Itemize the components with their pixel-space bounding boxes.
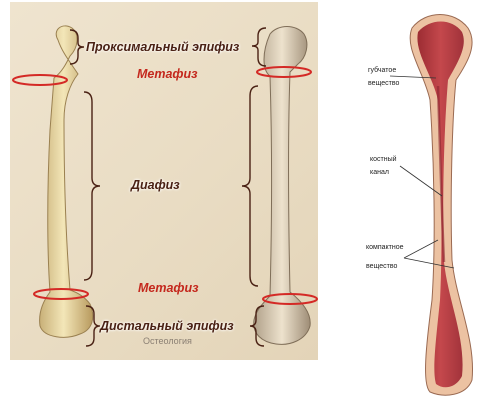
label-spongy-substance: губчатое вещество xyxy=(368,66,399,88)
label-compact-line2: вещество xyxy=(366,262,404,271)
label-metaphysis-bottom: Метафиз xyxy=(138,281,199,295)
label-spongy-line2: вещество xyxy=(368,79,399,88)
label-spongy-line1: губчатое xyxy=(368,66,399,75)
bracket-diaphysis-left xyxy=(84,92,100,280)
label-bone-canal: костный канал xyxy=(370,155,397,177)
label-metaphysis-top: Метафиз xyxy=(137,67,198,81)
label-diaphysis: Диафиз xyxy=(131,178,180,192)
label-compact-substance: компактное вещество xyxy=(366,243,404,271)
label-canal-line2: канал xyxy=(370,168,397,177)
bracket-diaphysis-right xyxy=(242,86,258,286)
bone-cross-section xyxy=(410,15,472,396)
label-compact-line1: компактное xyxy=(366,243,404,252)
label-proximal-epiphysis: Проксимальный эпифиз xyxy=(86,40,239,54)
pointer-compact-a xyxy=(404,240,438,258)
label-canal-line1: костный xyxy=(370,155,397,164)
label-distal-epiphysis: Дистальный эпифиз xyxy=(100,319,234,333)
credit-text: Остеология xyxy=(143,336,192,346)
